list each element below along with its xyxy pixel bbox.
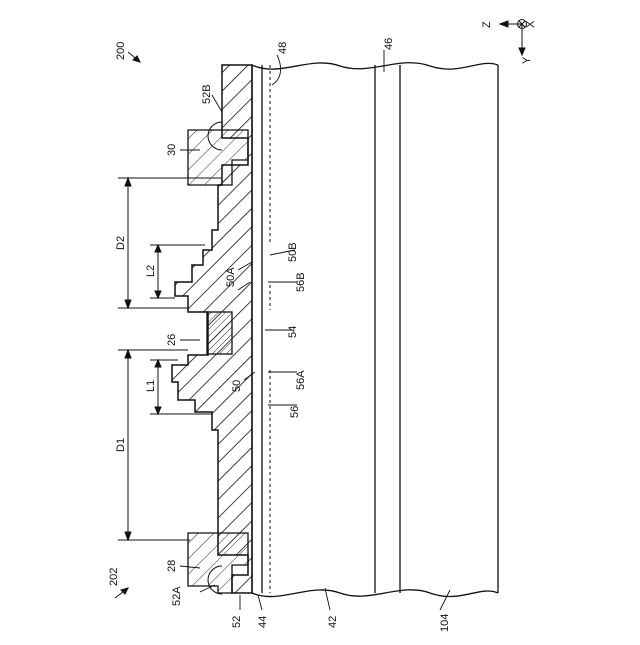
label-28: 28 [166,560,178,572]
label-44: 44 [257,616,269,628]
label-48: 48 [277,42,289,54]
label-46: 46 [383,38,395,50]
label-L2: L2 [145,265,157,277]
label-52: 52 [231,616,243,628]
label-104: 104 [439,614,451,632]
label-50: 50 [231,380,243,392]
label-30: 30 [166,144,178,156]
label-54: 54 [287,326,299,338]
axis-label-z: Z [481,21,493,28]
label-50B: 50B [287,242,299,262]
axis-indicator [500,20,527,56]
region-26 [207,312,232,354]
ref-label-202: 202 [108,568,120,586]
label-52B: 52B [201,84,213,104]
label-50A: 50A [225,267,237,287]
ref-label-200: 200 [115,42,127,60]
label-D2: D2 [115,236,127,250]
axis-label-y: Y [521,56,533,64]
axis-label-x: X [525,20,537,28]
label-56: 56 [289,406,301,418]
label-D1: D1 [115,438,127,452]
label-52A: 52A [171,586,183,606]
label-56A: 56A [295,370,307,390]
label-L1: L1 [145,380,157,392]
label-42: 42 [327,616,339,628]
label-26: 26 [166,334,178,346]
label-56B: 56B [295,272,307,292]
